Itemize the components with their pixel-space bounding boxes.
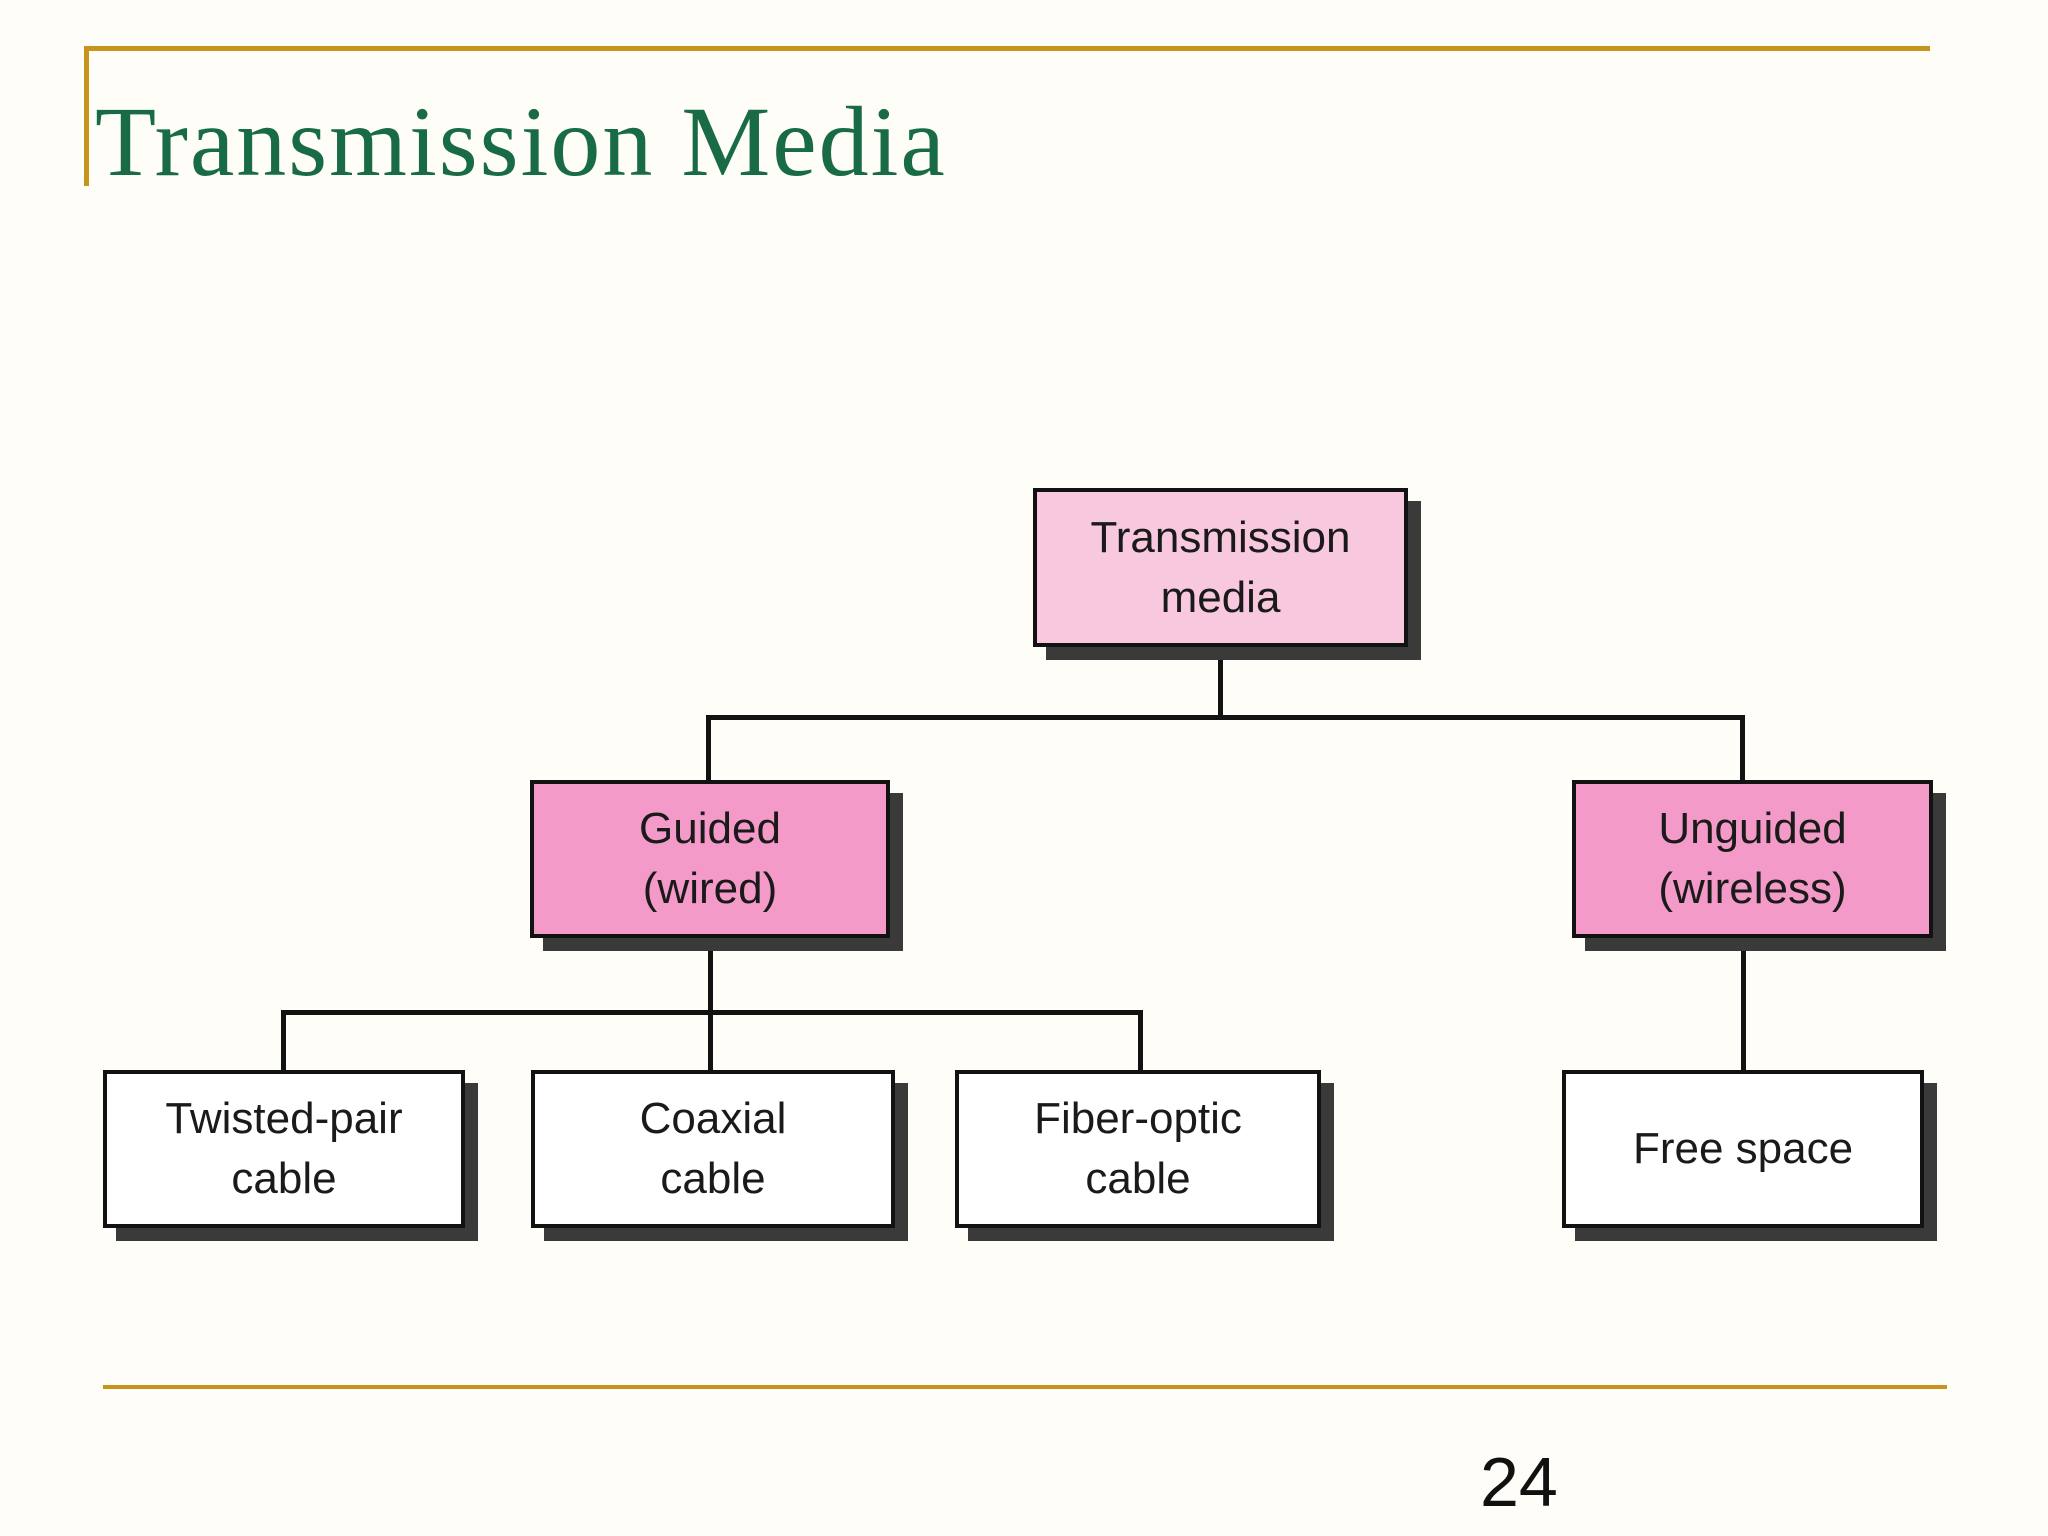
node-coaxial-cable: Coaxial cable (531, 1070, 895, 1228)
node-label: cable (1085, 1154, 1191, 1203)
connector-to-guided (706, 715, 711, 780)
connector-root-down (1218, 645, 1223, 719)
connector-to-coaxial (708, 1010, 713, 1070)
node-label: media (1160, 572, 1281, 622)
node-label: Fiber-optic (1034, 1094, 1242, 1144)
node-free-space: Free space (1562, 1070, 1924, 1228)
node-label: Unguided (1658, 804, 1847, 854)
node-unguided-wireless: Unguided (wireless) (1572, 780, 1933, 938)
node-label: Twisted-pair (165, 1094, 403, 1144)
page-number: 24 (1480, 1443, 1558, 1521)
connector-to-twisted-pair (281, 1010, 286, 1070)
node-guided-wired: Guided (wired) (530, 780, 890, 938)
connector-to-unguided (1740, 715, 1745, 780)
node-label: Coaxial (639, 1094, 787, 1144)
node-label: Transmission (1090, 512, 1351, 562)
node-transmission-media: Transmission media (1033, 488, 1408, 647)
node-label: (wired) (642, 864, 778, 913)
node-label: Free space (1632, 1124, 1854, 1174)
connector-level1-horizontal (706, 715, 1745, 720)
connector-to-fiber-optic (1138, 1010, 1143, 1070)
node-fiber-optic-cable: Fiber-optic cable (955, 1070, 1321, 1228)
node-label: cable (231, 1154, 337, 1203)
connector-guided-down (708, 936, 713, 1015)
node-twisted-pair-cable: Twisted-pair cable (103, 1070, 465, 1228)
node-label: Guided (639, 804, 781, 854)
bottom-border-line (103, 1385, 1947, 1389)
node-label: cable (660, 1154, 766, 1203)
connector-to-free-space (1741, 936, 1746, 1070)
top-border-line (84, 46, 1930, 51)
left-border-line (84, 46, 89, 186)
page-title: Transmission Media (95, 86, 947, 197)
node-label: (wireless) (1658, 864, 1847, 913)
